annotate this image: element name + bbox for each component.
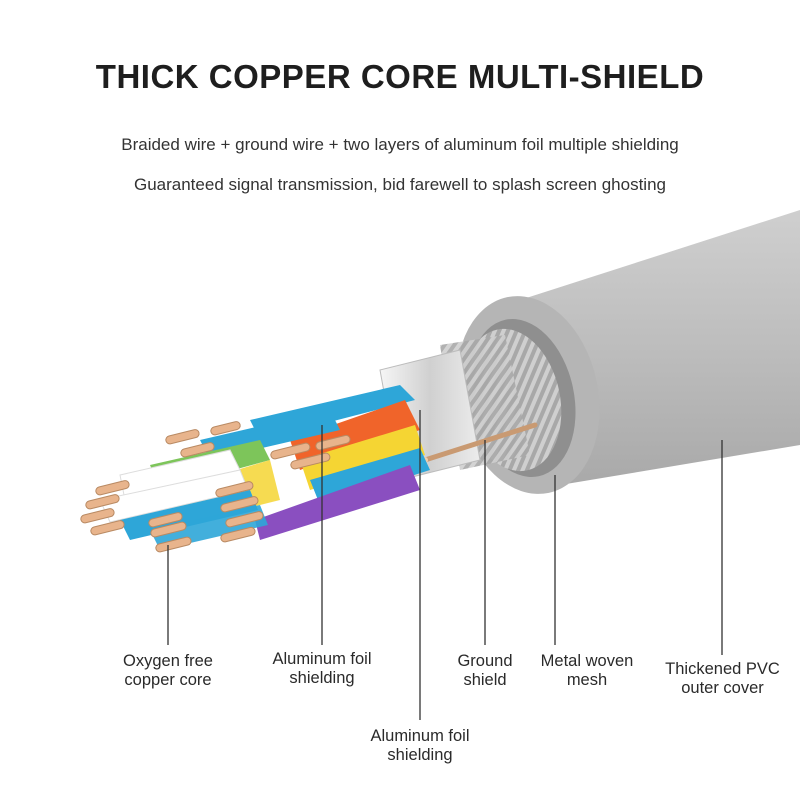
- label-ground-shield: Ground shield: [457, 652, 513, 689]
- subtitle-signal: Guaranteed signal transmission, bid fare…: [133, 175, 666, 194]
- leader-lines: [167, 410, 723, 720]
- label-outer-aluminum-foil: Aluminum foil shielding: [370, 727, 470, 764]
- label-metal-woven-mesh: Metal woven mesh: [540, 652, 634, 689]
- label-oxygen-free-copper-core: Oxygen free copper core: [123, 652, 213, 689]
- subtitle-shielding: Braided wire + ground wire + two layers …: [121, 135, 679, 154]
- page-title: THICK COPPER CORE MULTI-SHIELD: [95, 58, 705, 95]
- copper-strands: [80, 421, 351, 553]
- label-thickened-pvc-outer-cover: Thickened PVC outer cover: [665, 660, 780, 697]
- label-inner-aluminum-foil: Aluminum foil shielding: [272, 650, 372, 687]
